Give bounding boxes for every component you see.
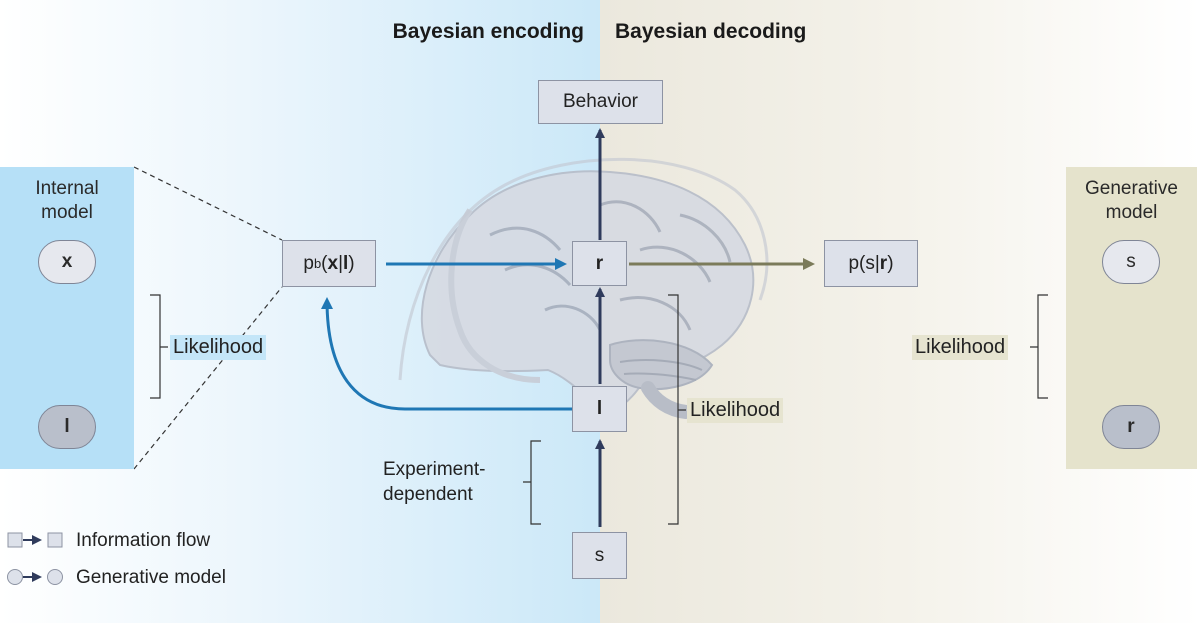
pb-p: p: [303, 252, 314, 274]
generative-model-panel: Generative model s r: [1066, 167, 1197, 469]
likelihood-label-center: Likelihood: [687, 398, 784, 423]
generative-model-title-line2: model: [1105, 202, 1158, 223]
node-l: l: [38, 405, 96, 449]
experiment-dependent-line1: Experiment-: [383, 459, 486, 480]
bracket-experiment-dependent: [523, 440, 541, 525]
bracket-likelihood-left: [150, 294, 168, 399]
posterior-close: ): [887, 252, 894, 274]
brain-illustration: [398, 157, 769, 419]
heading-bayesian-decoding: Bayesian decoding: [615, 20, 807, 43]
internal-model-panel: Internal model x l: [0, 167, 134, 469]
heading-bayesian-encoding: Bayesian encoding: [392, 20, 584, 43]
posterior-r: r: [879, 252, 888, 274]
pb-bar: |: [338, 252, 344, 274]
legend-information-flow: Information flow: [76, 530, 211, 551]
node-s: s: [1102, 240, 1160, 284]
internal-model-title: Internal model: [0, 177, 134, 225]
projection-dashed-lines: [133, 166, 283, 470]
r-box: r: [572, 241, 627, 286]
node-r: r: [1102, 405, 1160, 449]
pb-subscript: b: [313, 256, 322, 271]
posterior-prefix: p(s|: [848, 252, 880, 274]
pb-l: l: [343, 252, 349, 274]
bracket-likelihood-center: [668, 294, 686, 525]
s-box: s: [572, 532, 627, 579]
likelihood-label-right: Likelihood: [912, 335, 1009, 360]
likelihood-label-left: Likelihood: [170, 335, 267, 360]
behavior-box: Behavior: [538, 80, 663, 124]
arrow-l-to-pb: [321, 297, 572, 411]
internal-model-title-line2: model: [41, 202, 93, 223]
bracket-likelihood-right: [1030, 294, 1048, 399]
experiment-dependent-line2: dependent: [383, 484, 473, 505]
experiment-dependent-label: Experiment- dependent: [383, 457, 485, 507]
pb-close: ): [348, 252, 355, 274]
legend-generative-icon: [7, 569, 63, 585]
l-box: l: [572, 386, 627, 432]
generative-model-title: Generative model: [1066, 177, 1197, 225]
generative-model-title-line1: Generative: [1085, 178, 1178, 199]
pb-open: (: [321, 252, 328, 274]
node-x: x: [38, 240, 96, 284]
legend-generative-model: Generative model: [76, 567, 226, 588]
legend-flow-icon: [7, 532, 63, 548]
pb-x: x: [327, 252, 339, 274]
internal-model-title-line1: Internal: [35, 178, 99, 199]
posterior-box: p(s|r): [824, 240, 918, 287]
